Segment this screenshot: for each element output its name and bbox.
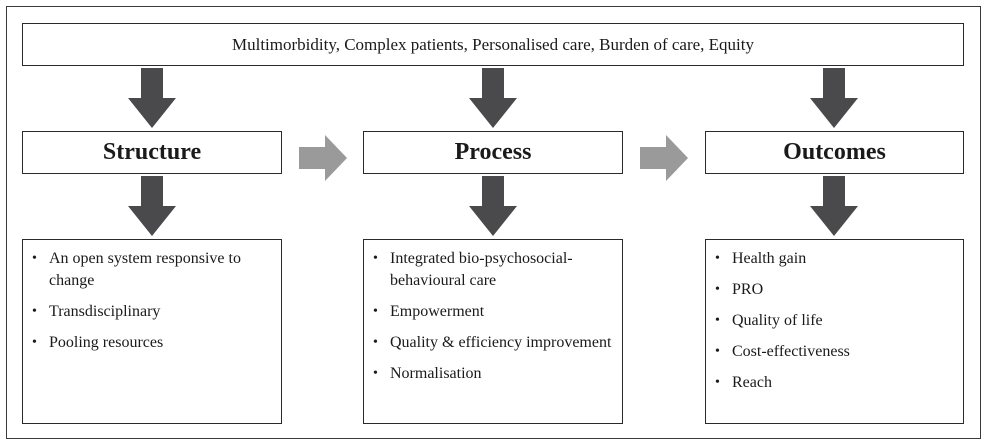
right-arrow-icon: [299, 135, 347, 181]
list-item: Integrated bio-psychosocial-behavioural …: [372, 248, 614, 292]
list-item: Quality & efficiency improvement: [372, 332, 614, 354]
process-header: Process: [363, 131, 623, 174]
list-item: Quality of life: [714, 310, 955, 332]
down-arrow-icon: [469, 68, 517, 128]
list-item: Health gain: [714, 248, 955, 270]
process-list-box: Integrated bio-psychosocial-behavioural …: [363, 239, 623, 424]
structure-title: Structure: [102, 139, 202, 165]
down-arrow-icon: [128, 68, 176, 128]
down-arrow-icon: [810, 68, 858, 128]
down-arrow-icon: [810, 176, 858, 236]
down-arrow-icon: [469, 176, 517, 236]
list-item: Transdisciplinary: [31, 301, 273, 323]
list-item: Empowerment: [372, 301, 614, 323]
process-title: Process: [454, 139, 532, 165]
list-item: PRO: [714, 279, 955, 301]
list-item: Normalisation: [372, 363, 614, 385]
list-item: Reach: [714, 372, 955, 394]
right-arrow-icon: [640, 135, 688, 181]
list-item: Cost-effectiveness: [714, 341, 955, 363]
down-arrow-icon: [128, 176, 176, 236]
process-list: Integrated bio-psychosocial-behavioural …: [372, 248, 614, 385]
outcomes-header: Outcomes: [705, 131, 964, 174]
themes-box: Multimorbidity, Complex patients, Person…: [22, 23, 964, 66]
list-item: An open system responsive to change: [31, 248, 273, 292]
list-item: Pooling resources: [31, 332, 273, 354]
outcomes-list-box: Health gain PRO Quality of life Cost-eff…: [705, 239, 964, 424]
outcomes-list: Health gain PRO Quality of life Cost-eff…: [714, 248, 955, 394]
diagram-frame: [6, 6, 981, 439]
themes-text: Multimorbidity, Complex patients, Person…: [231, 34, 754, 54]
outcomes-title: Outcomes: [783, 139, 886, 165]
structure-header: Structure: [22, 131, 282, 174]
structure-list: An open system responsive to change Tran…: [31, 248, 273, 354]
structure-list-box: An open system responsive to change Tran…: [22, 239, 282, 424]
